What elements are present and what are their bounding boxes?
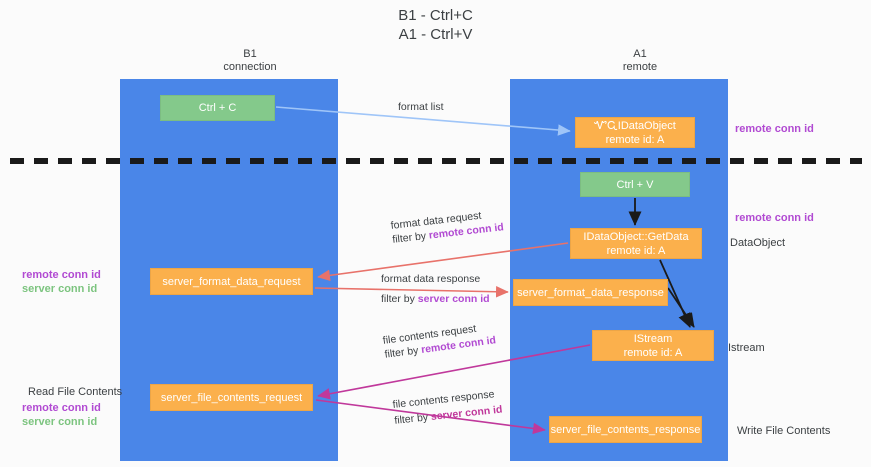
- node-getdata-label: IDataObject::GetData: [583, 230, 689, 243]
- node-idataobject-getdata[interactable]: IDataObject::GetData remote id: A: [570, 228, 702, 259]
- annotation-left-server-conn-id-2: server conn id: [22, 416, 98, 428]
- node-server-format-data-request[interactable]: server_format_data_request: [150, 268, 313, 295]
- edge-label-format-list: format list: [398, 101, 444, 113]
- node-server-file-contents-response-label: server_file_contents_response: [550, 423, 701, 436]
- node-server-format-data-response-label: server_format_data_response: [517, 286, 664, 299]
- node-idataobject-label: ᏉᏩIDataObject: [594, 119, 676, 132]
- arrow-format-data-request: [317, 242, 569, 282]
- annotation-left-conn-ids: remote conn id server conn id: [22, 268, 101, 296]
- arrow-file-contents-response: [315, 399, 546, 435]
- node-ctrl-v[interactable]: Ctrl + V: [580, 172, 690, 197]
- node-server-file-contents-response[interactable]: server_file_contents_response: [549, 416, 702, 443]
- node-getdata-remote-id: remote id: A: [606, 244, 666, 257]
- annotation-right-remote-conn-id-mid: remote conn id: [735, 212, 814, 224]
- section-divider: [10, 158, 862, 164]
- node-istream-remote-id: remote id: A: [623, 346, 683, 359]
- node-server-file-contents-request-label: server_file_contents_request: [160, 391, 303, 404]
- edge-label-format-data-response-line1: format data response: [381, 273, 481, 285]
- filter-prefix: filter by: [393, 411, 432, 427]
- column-header-b1: B1 connection: [223, 48, 277, 73]
- node-ctrl-v-label: Ctrl + V: [616, 178, 654, 191]
- arrow-getdata-to-istream: [659, 259, 691, 328]
- node-idataobject[interactable]: ᏉᏩIDataObject remote id: A: [575, 117, 695, 148]
- node-istream-label: IStream: [633, 332, 673, 345]
- edge-label-format-data-response-line2: filter by server conn id: [381, 292, 490, 306]
- filter-prefix: filter by: [381, 293, 418, 305]
- node-istream[interactable]: IStream remote id: A: [592, 330, 714, 361]
- annotation-left-read-file-contents: Read File Contents: [28, 386, 123, 398]
- arrow-file-contents-request: [317, 344, 591, 400]
- node-idataobject-remote-id: remote id: A: [605, 133, 665, 146]
- node-server-format-data-response[interactable]: server_format_data_response: [513, 279, 668, 306]
- annotation-left-remote-conn-id-2: remote conn id: [22, 402, 101, 414]
- filter-value-server-conn-id: server conn id: [417, 293, 490, 305]
- column-header-a1: A1 remote: [622, 48, 658, 73]
- annotation-left-server-conn-id: server conn id: [22, 283, 98, 295]
- node-ctrl-c-label: Ctrl + C: [198, 102, 237, 114]
- annotation-right-dataobject: DataObject: [730, 237, 786, 249]
- arrow-format-list: [275, 106, 571, 136]
- annotation-left-conn-ids-2: remote conn id server conn id: [22, 401, 101, 429]
- node-ctrl-c[interactable]: Ctrl + C: [160, 95, 275, 121]
- annotation-left-remote-conn-id: remote conn id: [22, 269, 101, 281]
- arrow-format-data-response: [314, 285, 509, 298]
- edge-label-format-data-response: format data response filter by server co…: [381, 272, 490, 306]
- annotation-right-remote-conn-id-top: remote conn id: [735, 123, 814, 135]
- annotation-right-istream: Istream: [728, 342, 765, 354]
- node-server-file-contents-request[interactable]: server_file_contents_request: [150, 384, 313, 411]
- annotation-right-write-file-contents: Write File Contents: [737, 425, 831, 437]
- node-server-format-data-request-label: server_format_data_request: [162, 275, 301, 288]
- diagram-title: B1 - Ctrl+C A1 - Ctrl+V: [398, 7, 473, 43]
